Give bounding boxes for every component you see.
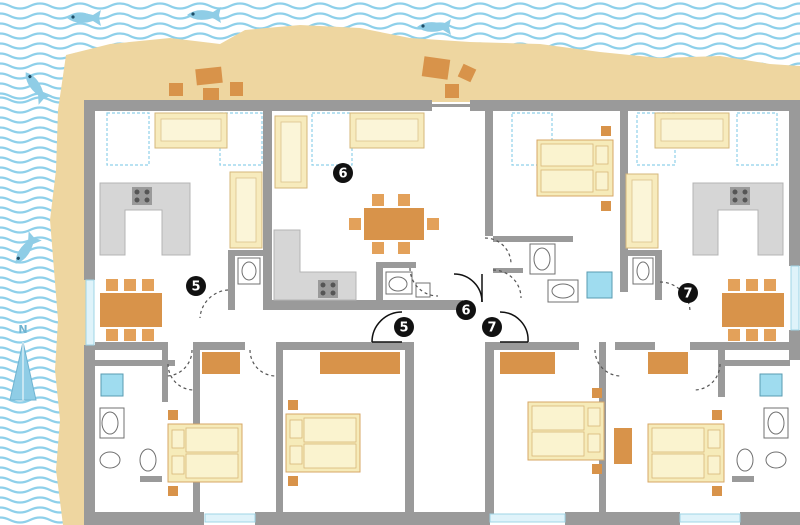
wave-line [0,96,71,104]
dining-table-center [349,194,439,254]
dining-table-left [100,279,162,341]
badge-right-entry-text: 7 [487,321,496,336]
wave-line [0,116,71,124]
wave-line [0,146,71,154]
wave-line [0,306,71,314]
wave-line [0,516,71,524]
wave-line [0,486,71,494]
wardrobes [202,352,688,374]
fish-icon [25,72,52,105]
badge-left-entry-text: 5 [399,321,408,336]
wave-line [0,496,71,504]
wave-line [0,466,71,474]
wave-line [0,12,800,20]
fish-icon [67,10,101,26]
fish-icon [187,7,221,23]
badge-left-living-text: 5 [191,280,200,295]
dining-table-right [722,279,784,341]
wave-line [0,136,71,144]
bed-room-b [285,400,361,486]
sofas [154,112,730,249]
badge-center-living-text: 6 [338,167,347,182]
wave-line [0,446,71,454]
bed-room-d [647,410,725,496]
wave-line [0,316,71,324]
badge-center-living: 6 [333,163,353,183]
compass-letter: N [18,323,27,336]
bed-room-c [527,388,632,474]
wave-line [0,476,71,484]
badge-center-entry: 6 [456,300,476,320]
wave-line [0,456,71,464]
wave-line [0,106,71,114]
badge-left-living: 5 [186,276,206,296]
wave-line [0,326,71,334]
wave-line [0,426,71,434]
bed-top-right-room [536,126,614,211]
bathroom-fixtures [99,243,789,482]
wave-line [0,2,800,10]
fish-icon [417,19,451,35]
badge-right-living-text: 7 [683,287,692,302]
north-compass-icon: N [9,323,37,401]
door-swings [165,237,721,391]
badge-center-entry-text: 6 [461,304,470,319]
wave-line [0,156,71,164]
wave-line [0,296,71,304]
wave-line [0,346,71,354]
badge-right-entry: 7 [482,317,502,337]
wave-line [0,336,71,344]
wave-line [0,22,800,30]
wave-line [0,126,71,134]
badge-right-living: 7 [678,283,698,303]
wave-line [0,436,71,444]
wave-line [0,416,71,424]
windows [85,265,800,523]
beach-furniture [169,56,477,100]
wave-line [0,32,800,40]
bed-room-a [167,410,243,496]
wave-line [0,406,71,414]
wave-line [0,506,71,514]
badge-left-entry: 5 [394,317,414,337]
fish-icon [15,231,42,264]
kitchen-counters [99,182,784,301]
